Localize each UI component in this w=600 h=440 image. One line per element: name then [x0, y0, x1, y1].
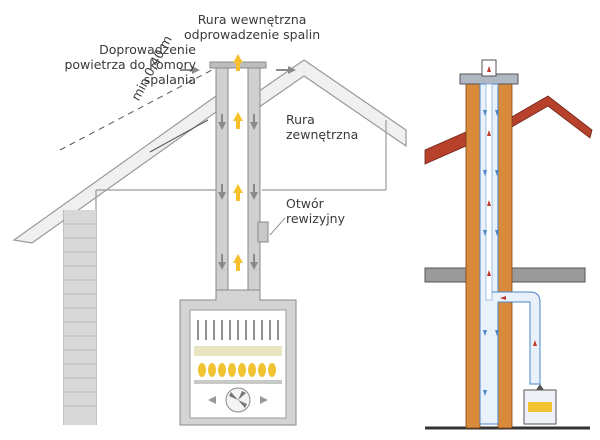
- label-inner-pipe-line1: Rura wewnętrzna: [197, 12, 307, 27]
- label-outer-pipe-line1: Rura: [286, 112, 315, 127]
- boiler-connection-pipe: [492, 291, 541, 385]
- min-distance-tick: [149, 119, 209, 153]
- chimney-brick-walls: [465, 81, 513, 429]
- flue-gas-arrows-red: [487, 66, 537, 346]
- air-flow-arrows: [483, 110, 499, 396]
- boiler-unit: [179, 289, 297, 426]
- air-intake-arrows: [180, 66, 296, 270]
- label-outer-pipe-line2: zewnętrzna: [286, 127, 359, 142]
- label-air-supply-line3: spalania: [143, 72, 196, 87]
- label-inspection-opening: Otwór rewizyjny: [286, 196, 345, 226]
- label-air-supply: Doprowadzenie powietrza do komory spalan…: [46, 42, 196, 87]
- label-air-supply-line2: powietrza do komory: [64, 57, 196, 72]
- min-distance-dashed-line: [59, 69, 213, 151]
- label-outer-pipe: Rura zewnętrzna: [286, 112, 358, 142]
- label-inspection-opening-line2: rewizyjny: [286, 211, 346, 226]
- label-air-supply-line1: Doprowadzenie: [99, 42, 196, 57]
- leader-lines: [269, 217, 286, 236]
- flue-gas-arrows: [233, 54, 243, 271]
- label-inner-pipe-line2: odprowadzenie spalin: [184, 27, 321, 42]
- brick-wall: [64, 210, 96, 425]
- inner-flue: [479, 83, 499, 425]
- label-inner-pipe: Rura wewnętrzna odprowadzenie spalin: [184, 12, 320, 42]
- right-boiler: [523, 384, 557, 425]
- label-inspection-opening-line1: Otwór: [286, 196, 324, 211]
